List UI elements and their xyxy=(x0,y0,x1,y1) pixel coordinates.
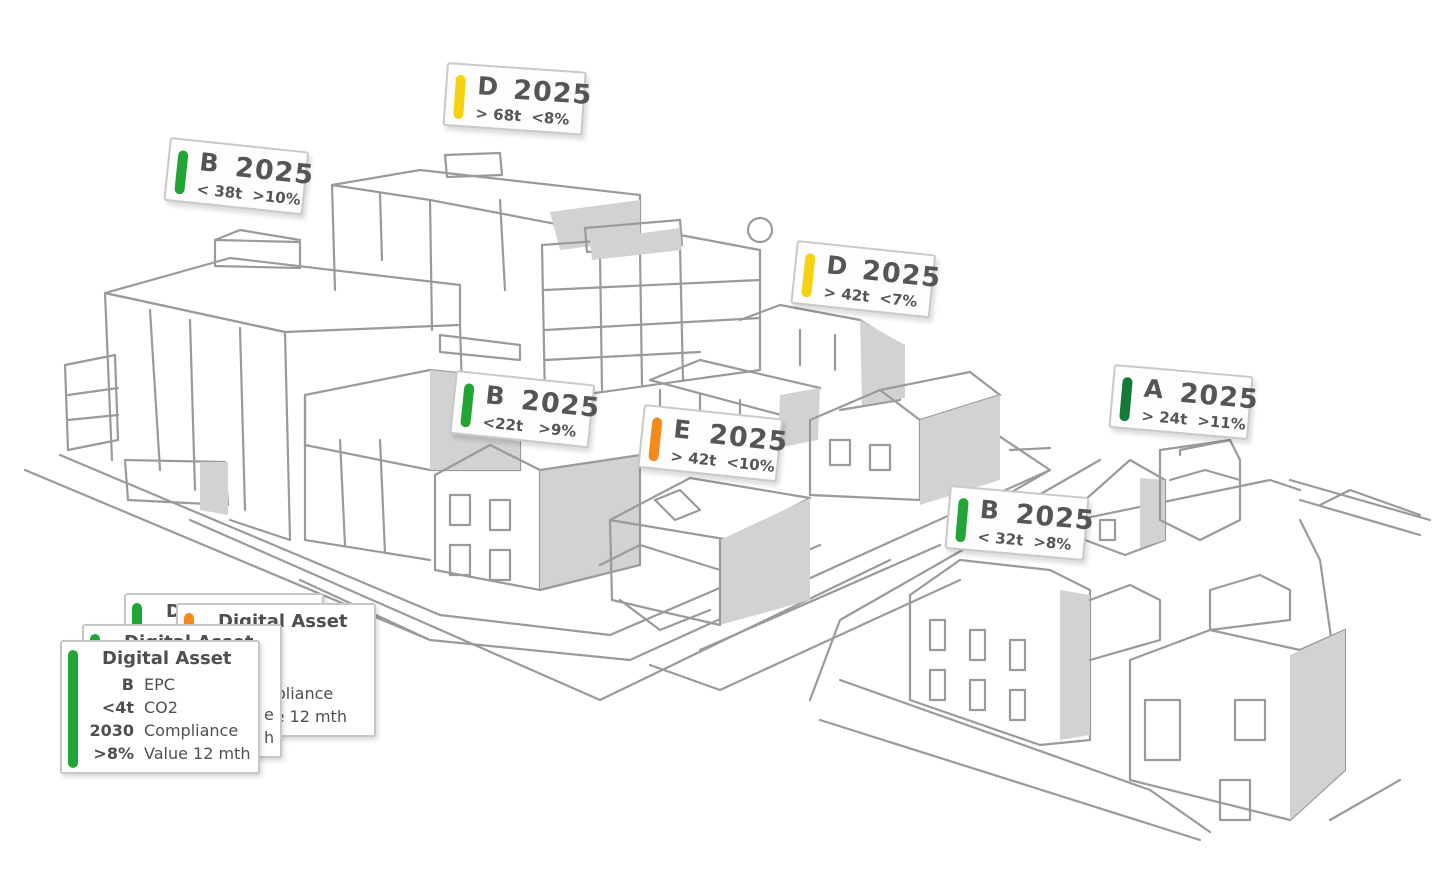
rating-color-bar xyxy=(453,74,467,120)
epc-tag[interactable]: A 2025 > 24t >11% xyxy=(1108,364,1260,440)
epc-grade: D xyxy=(476,71,501,102)
compliance-year: 2025 xyxy=(707,419,790,459)
compliance-year: 2025 xyxy=(512,74,594,112)
epc-grade: B xyxy=(484,380,508,412)
compliance-year: 2025 xyxy=(233,152,316,192)
co2-value: < 38t xyxy=(195,180,244,203)
card-value: 2030 xyxy=(89,721,134,740)
epc-grade: D xyxy=(825,250,850,282)
co2-value: > 42t xyxy=(822,283,871,306)
rating-color-bar xyxy=(68,650,78,768)
rating-color-bar xyxy=(174,149,189,195)
card-label: EPC xyxy=(144,675,175,694)
epc-tag[interactable]: B 2025 < 32t >8% xyxy=(944,485,1096,561)
card-row-compliance: e xyxy=(104,705,280,728)
co2-value: > 24t xyxy=(1140,406,1189,429)
co2-value: > 42t xyxy=(669,447,718,470)
rating-color-bar xyxy=(460,382,475,428)
card-row-value: >8% Value 12 mth xyxy=(82,744,258,767)
epc-grade: B xyxy=(198,147,222,179)
card-value: >8% xyxy=(93,744,134,763)
rating-color-bar xyxy=(955,497,969,543)
value-change: <7% xyxy=(878,288,919,311)
card-label: e xyxy=(264,705,274,724)
epc-tag[interactable]: D 2025 > 68t <8% xyxy=(442,62,593,136)
card-label: h xyxy=(264,728,275,747)
card-label: Value 12 mth xyxy=(144,744,251,763)
value-change: <10% xyxy=(725,452,776,476)
card-row-value: h xyxy=(104,728,280,751)
card-title: Digital Asset xyxy=(102,648,232,669)
co2-value: < 32t xyxy=(976,527,1025,550)
co2-value: <22t xyxy=(481,413,525,436)
card-row-co2: <4t CO2 xyxy=(82,698,258,721)
value-change: >9% xyxy=(537,418,578,441)
epc-grade: B xyxy=(978,494,1002,526)
card-label: Compliance xyxy=(144,721,239,740)
rating-color-bar xyxy=(1119,376,1133,422)
card-label: CO2 xyxy=(144,698,178,717)
card-value: <4t xyxy=(101,698,134,717)
epc-grade: E xyxy=(672,414,694,446)
rating-color-bar xyxy=(648,416,663,462)
card-row-epc: B EPC xyxy=(82,675,258,698)
value-change: >11% xyxy=(1196,411,1247,434)
compliance-year: 2025 xyxy=(1178,377,1260,416)
epc-grade: A xyxy=(1142,373,1166,405)
digital-asset-card[interactable]: Digital Asset B EPC <4t CO2 2030 Complia… xyxy=(60,640,260,774)
compliance-year: 2025 xyxy=(860,255,943,295)
rating-color-bar xyxy=(801,252,816,298)
card-value: B xyxy=(121,675,134,694)
co2-value: > 68t xyxy=(474,104,522,126)
card-row-compliance: 2030 Compliance xyxy=(82,721,258,744)
compliance-year: 2025 xyxy=(1014,498,1096,537)
value-change: >10% xyxy=(251,185,302,209)
value-change: <8% xyxy=(530,108,570,129)
compliance-year: 2025 xyxy=(519,385,602,425)
value-change: >8% xyxy=(1032,532,1073,554)
